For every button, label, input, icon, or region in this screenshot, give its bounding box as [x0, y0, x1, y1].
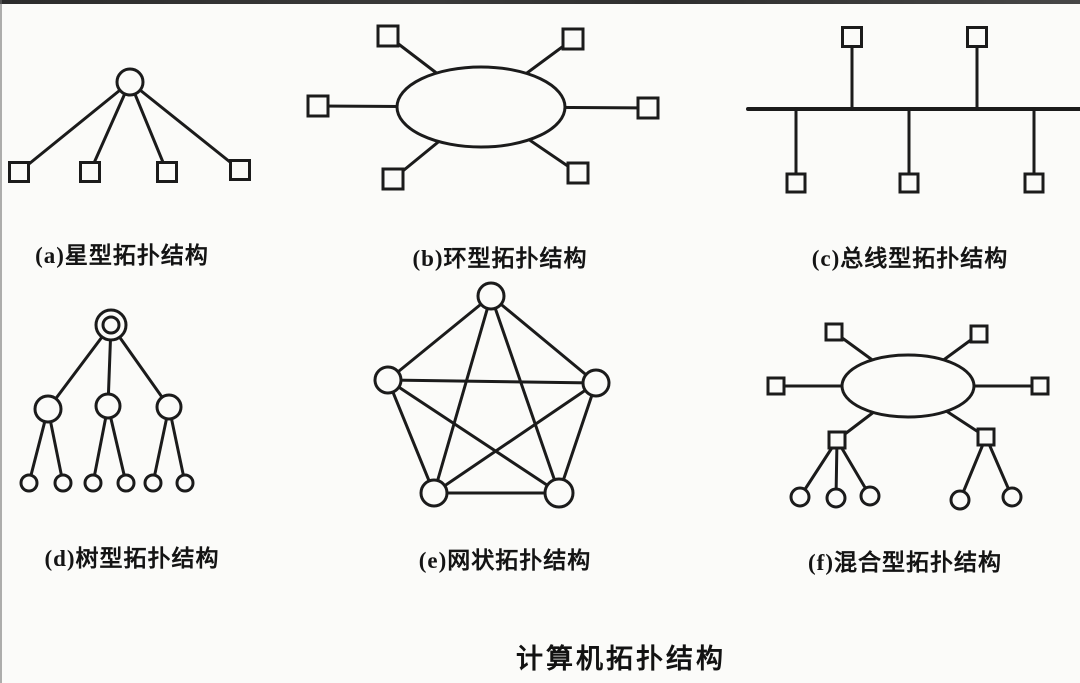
tree-leaf-4: [116, 473, 136, 493]
star-link: [128, 80, 169, 174]
topology-ring: [306, 24, 660, 191]
mesh-link: [386, 378, 561, 495]
ring-station-1: [376, 24, 400, 48]
star-hub-node: [115, 67, 145, 97]
tree-branch-3: [155, 393, 183, 421]
tree-leaf-5: [143, 473, 163, 493]
label-hybrid-topology: (f)混合型拓扑结构: [808, 550, 1002, 575]
hybrid-leaf-5: [1001, 486, 1023, 508]
mesh-node-left: [373, 365, 403, 395]
star-terminal-1: [8, 161, 30, 183]
figure-title: 计算机拓扑结构: [516, 644, 726, 674]
topology-tree: [19, 308, 195, 493]
mesh-link: [489, 294, 598, 385]
bus-station-3: [785, 172, 807, 194]
label-bus-topology: (c)总线型拓扑结构: [811, 246, 1009, 271]
hybrid-leaf-3: [859, 485, 881, 507]
tree-leaf-1: [19, 473, 39, 493]
ring-station-6: [566, 161, 590, 185]
ring-backbone: [395, 65, 567, 149]
label-ring-topology: (b)环型拓扑结构: [412, 246, 588, 271]
mesh-link: [386, 294, 493, 382]
mesh-link: [557, 381, 598, 495]
scan-left-edge: [0, 0, 2, 683]
mesh-node-bottom-left: [419, 478, 449, 508]
ring-station-3: [306, 94, 330, 118]
mesh-link: [386, 378, 436, 495]
hybrid-station-2: [969, 324, 989, 344]
star-link: [128, 80, 242, 172]
hybrid-link: [958, 435, 988, 502]
tree-root-node-inner-ring: [101, 315, 121, 335]
hybrid-hub-right: [976, 427, 996, 447]
mesh-node-top: [476, 281, 506, 311]
ring-station-5: [381, 167, 405, 191]
tree-link: [46, 323, 113, 411]
label-mesh-topology: (e)网状拓扑结构: [418, 548, 592, 573]
bus-station-1: [841, 26, 863, 48]
tree-leaf-3: [83, 473, 103, 493]
hybrid-leaf-2: [825, 487, 847, 509]
tree-link: [109, 323, 171, 409]
hybrid-hub-left: [827, 430, 847, 450]
star-terminal-4: [229, 159, 251, 181]
star-terminal-2: [79, 161, 101, 183]
ring-station-4: [636, 96, 660, 120]
star-terminal-3: [156, 161, 178, 183]
hybrid-station-1: [824, 322, 844, 342]
mesh-node-bottom-right: [543, 477, 575, 509]
hybrid-link: [984, 435, 1014, 499]
mesh-node-right: [581, 368, 611, 398]
hybrid-leaf-4: [949, 489, 971, 511]
tree-branch-2: [94, 392, 122, 420]
mesh-link: [432, 294, 493, 495]
hybrid-station-3: [766, 376, 786, 396]
hybrid-station-4: [1030, 376, 1050, 396]
label-star-topology: (a)星型拓扑结构: [35, 243, 209, 268]
bus-station-4: [898, 172, 920, 194]
topology-star: [8, 67, 251, 183]
mesh-link: [489, 294, 561, 495]
bus-station-5: [1023, 172, 1045, 194]
tree-leaf-2: [53, 473, 73, 493]
tree-branch-1: [33, 394, 63, 424]
star-link: [17, 80, 132, 174]
topology-mesh: [373, 281, 611, 509]
hybrid-leaf-1: [789, 486, 811, 508]
bus-station-2: [966, 26, 988, 48]
tree-leaf-6: [175, 473, 195, 493]
topology-hybrid: [766, 322, 1050, 511]
mesh-link: [432, 381, 598, 495]
hybrid-backbone: [840, 353, 976, 419]
scan-top-edge: [0, 0, 1080, 4]
ring-station-2: [561, 27, 585, 51]
label-tree-topology: (d)树型拓扑结构: [44, 546, 220, 571]
topology-bus: [746, 26, 1080, 194]
star-link: [88, 80, 132, 174]
mesh-link: [386, 378, 598, 385]
